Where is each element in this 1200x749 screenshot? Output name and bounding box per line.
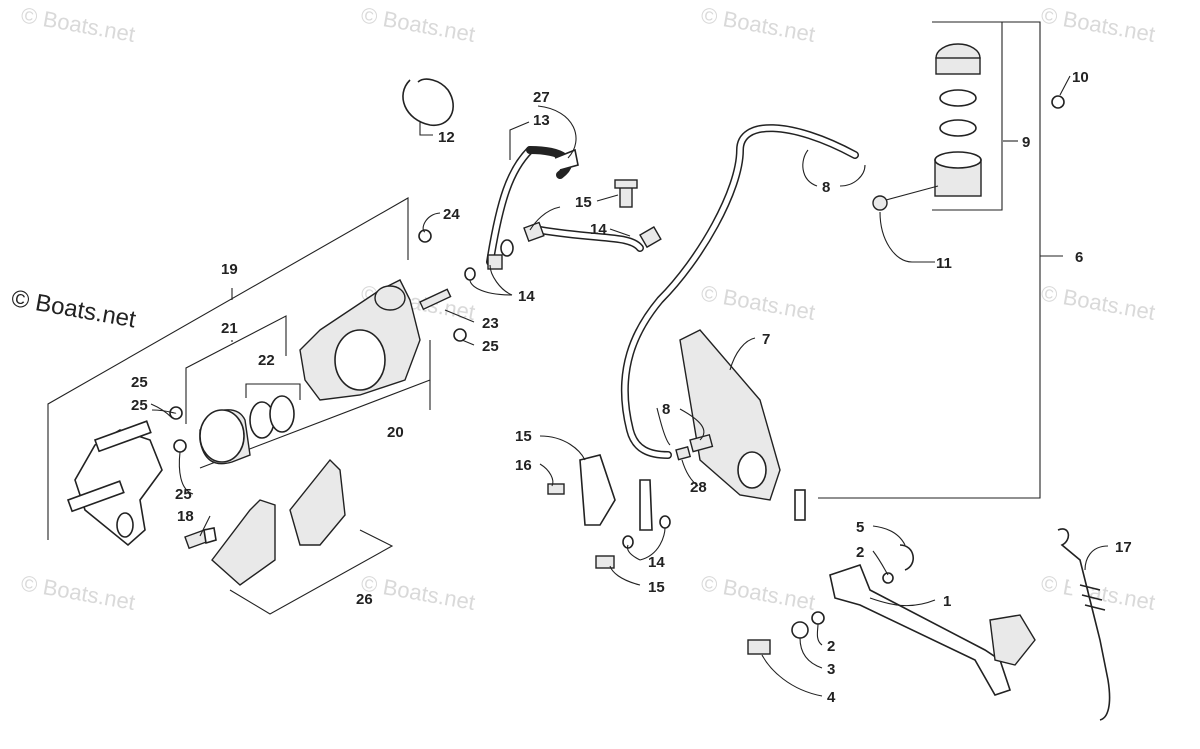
callout-2: 2 (856, 544, 864, 561)
callout-16: 15 (515, 428, 532, 445)
supply-hose (620, 124, 859, 459)
callout-25: 24 (443, 206, 460, 223)
watermark: © Boats.net (1039, 280, 1157, 325)
callout-5: 5 (856, 519, 864, 536)
brake-pedal (829, 564, 1036, 696)
nut-and-screw (872, 95, 1065, 211)
callout-15: 15 (575, 194, 592, 211)
bolt-19 (184, 527, 217, 550)
watermark: © Boats.net (359, 570, 477, 615)
callout-12: 12 (438, 129, 455, 146)
callout-9: 9 (1022, 134, 1030, 151)
group-brackets (47, 21, 1041, 615)
callout-6: 6 (1075, 249, 1083, 266)
callout-17: 16 (515, 457, 532, 474)
bleeder-valve (419, 288, 452, 311)
callout-24: 23 (482, 315, 499, 332)
watermark: © Boats.net (699, 280, 817, 325)
callout-28: 27 (533, 89, 550, 106)
callout-22: 21 (221, 320, 238, 337)
callout-14: 14 (648, 554, 665, 571)
callout-10: 10 (1072, 69, 1089, 86)
watermark: © Boats.net (699, 570, 817, 615)
callout-27: 26 (356, 591, 373, 608)
hose-clip (554, 148, 579, 171)
watermark: © Boats.net (19, 2, 137, 47)
callout-15: 15 (648, 579, 665, 596)
callout-labels: 1 2 2 3 4 5 6 7 8 8 9 10 11 12 13 14 14 … (131, 69, 1132, 706)
piston (199, 409, 251, 465)
callout-2: 2 (827, 638, 835, 655)
reservoir (934, 43, 982, 197)
lower-fittings (595, 433, 714, 569)
brake-pads (211, 458, 346, 586)
callout-29: 28 (690, 479, 707, 496)
callout-3: 3 (827, 661, 835, 678)
callout-14: 14 (590, 221, 607, 238)
callout-4: 4 (827, 689, 836, 706)
master-cylinder (679, 329, 806, 521)
return-spring (1057, 528, 1111, 721)
callout-14: 14 (518, 288, 535, 305)
callout-11: 11 (936, 255, 952, 272)
callout-18: 17 (1115, 539, 1132, 556)
watermark: © Boats.net (359, 2, 477, 47)
callout-23: 22 (258, 352, 275, 369)
callout-20: 19 (221, 261, 238, 278)
callout-8: 8 (822, 179, 830, 196)
watermark: © Boats.net (1039, 2, 1157, 47)
snap-ring-12 (402, 78, 454, 126)
caliper-housing (299, 279, 421, 401)
callout-19: 18 (177, 508, 194, 525)
callout-25: 25 (482, 338, 499, 355)
watermark: © Boats.net (19, 570, 137, 615)
watermark: © Boats.net (699, 2, 817, 47)
banjo-fittings (464, 179, 662, 281)
callout-1: 1 (943, 593, 951, 610)
callout-21: 20 (387, 424, 404, 441)
callout-7: 7 (762, 331, 770, 348)
piston-seals (249, 395, 295, 439)
callout-25: 25 (175, 486, 192, 503)
callout-25: 25 (131, 374, 148, 391)
mounting-bracket (547, 454, 616, 526)
leader-lines (150, 75, 1109, 697)
callout-26: 25 (131, 397, 148, 414)
callout-13: 13 (533, 112, 550, 129)
callout-8: 8 (662, 401, 670, 418)
caliper-bracket (66, 420, 163, 547)
